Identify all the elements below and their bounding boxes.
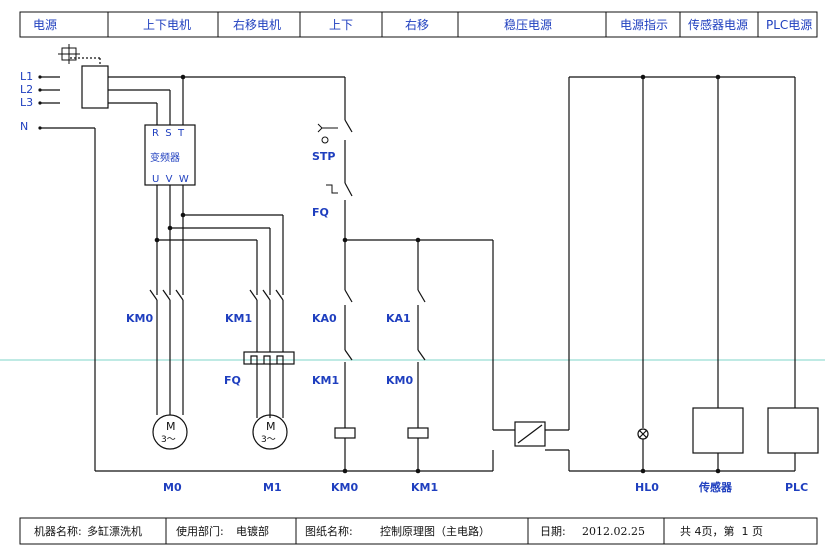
header-cell-right-motor: 右移电机 — [233, 17, 281, 32]
footer-dept-label: 使用部门: — [176, 524, 224, 538]
header-cell-regulated-supply: 稳压电源 — [504, 17, 552, 32]
footer-dept-value: 电镀部 — [236, 524, 269, 538]
label-stp: STP — [312, 150, 336, 163]
footer-machine-value: 多缸漂洗机 — [87, 524, 142, 538]
label-l2: L2 — [20, 83, 33, 96]
breaker-handle-icon — [58, 44, 80, 64]
motor-m0-phase: 3～ — [161, 435, 176, 445]
footer-date-value: 2012.02.25 — [582, 525, 645, 538]
label-l1: L1 — [20, 70, 33, 83]
label-l3: L3 — [20, 96, 33, 109]
motor-m1-letter: M — [266, 420, 276, 433]
header-cell-right: 右移 — [405, 17, 429, 32]
footer-drawing-value: 控制原理图（主电路） — [380, 524, 490, 538]
bottom-label-sensor: 传感器 — [698, 480, 733, 494]
footer-machine-label: 机器名称: — [34, 524, 82, 538]
label-km1-contact: KM1 — [225, 312, 252, 325]
footer-date-label: 日期: — [540, 525, 566, 538]
label-fq-overload: FQ — [224, 374, 241, 387]
label-km0-contact: KM0 — [126, 312, 153, 325]
label-ka0: KA0 — [312, 312, 337, 325]
vfd-terminals-bottom: U V W — [152, 174, 189, 185]
header-cell-updown-motor: 上下电机 — [143, 18, 191, 32]
label-km0-interlock: KM0 — [386, 374, 413, 387]
header-cell-plc-supply: PLC电源 — [766, 18, 812, 32]
bottom-label-km1: KM1 — [411, 481, 438, 494]
header-cell-sensor-supply: 传感器电源 — [688, 17, 748, 32]
bottom-label-m0: M0 — [163, 481, 182, 494]
stop-pushbutton-icon — [317, 123, 338, 144]
header-cell-updown: 上下 — [329, 18, 353, 32]
limit-switch-icon — [326, 184, 338, 194]
motor-m1-phase: 3～ — [261, 435, 276, 445]
header-cell-power-indicator: 电源指示 — [620, 17, 668, 32]
junction-dots — [38, 74, 721, 474]
bottom-label-plc: PLC — [785, 481, 808, 494]
motor-m0-letter: M — [166, 420, 176, 433]
label-km1-interlock: KM1 — [312, 374, 339, 387]
footer-table — [19, 517, 818, 545]
vfd-terminals-top: R S T — [152, 128, 185, 139]
bottom-label-m1: M1 — [263, 481, 282, 494]
bottom-label-hl0: HL0 — [635, 481, 659, 494]
label-ka1: KA1 — [386, 312, 411, 325]
header-table — [19, 11, 818, 38]
label-fq-switch: FQ — [312, 206, 329, 219]
bottom-label-km0: KM0 — [331, 481, 358, 494]
main-wiring — [40, 57, 819, 472]
header-cell-power: 电源 — [33, 18, 57, 32]
footer-drawing-label: 图纸名称: — [305, 524, 353, 538]
footer-pages: 共 4页，第 1 页 — [680, 524, 763, 538]
vfd-name: 变频器 — [150, 151, 180, 164]
label-n: N — [20, 120, 28, 133]
